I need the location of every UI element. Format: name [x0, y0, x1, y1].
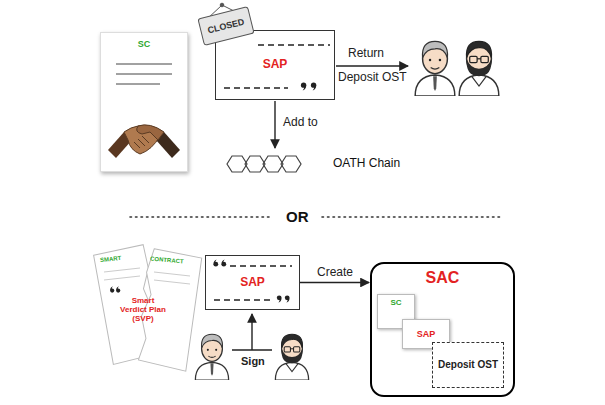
- illustration-shape: [116, 84, 160, 85]
- node-text: SAP: [417, 329, 436, 339]
- illustration-shape: [130, 216, 272, 218]
- contract-document: SC: [100, 32, 188, 172]
- arrow-label: Return: [348, 47, 384, 61]
- quote-mark: [277, 295, 282, 302]
- separator-label: OR: [286, 208, 309, 225]
- node-text: CLOSED: [207, 16, 246, 35]
- node-text: SAP: [240, 276, 265, 290]
- sac-container: SAC SC SAP Deposit OST: [370, 262, 515, 397]
- illustration-shape: [104, 268, 190, 284]
- arrow-label: Deposit OST: [338, 71, 407, 85]
- node-text: SAP: [263, 58, 288, 72]
- quote-mark: [311, 82, 316, 90]
- node-text: SC: [138, 39, 151, 49]
- dotted-separator: [130, 216, 500, 218]
- sap-box: SAP: [205, 255, 300, 310]
- illustration-shape: [230, 265, 292, 267]
- torn-contract: [93, 244, 202, 371]
- illustration-shape: [258, 44, 330, 46]
- illustration-shape: [154, 280, 190, 284]
- chain-label: OATH Chain: [333, 157, 400, 171]
- illustration-shape: [220, 3, 224, 7]
- illustration-shape: [137, 125, 164, 140]
- illustration-shape: [224, 87, 288, 89]
- illustration-shape: [322, 216, 500, 218]
- quote-mark: [221, 259, 226, 266]
- closed-sign: CLOSED: [197, 6, 254, 46]
- illustration-shape: [281, 156, 301, 172]
- return-arrow: [336, 65, 408, 66]
- edge-label: Create: [316, 266, 354, 280]
- illustration-shape: [214, 299, 270, 301]
- quote-mark: [285, 295, 290, 302]
- quote-mark: [301, 82, 306, 90]
- chain-icon: [227, 156, 301, 172]
- connector-arrow: [300, 282, 369, 283]
- illustration-shape: [154, 272, 190, 276]
- sign-connector: [232, 314, 272, 350]
- arrow-label: Sign: [241, 355, 265, 368]
- document-lines: [116, 64, 172, 84]
- illustration-shape: [116, 74, 172, 75]
- illustration-shape: [245, 156, 265, 172]
- illustration-shape: [227, 156, 247, 172]
- node-text: Deposit OST: [438, 359, 498, 371]
- illustration-shape: [251, 314, 252, 350]
- quote-mark: [213, 259, 218, 266]
- illustration-shape: [263, 156, 283, 172]
- illustration-shape: [104, 276, 140, 280]
- person-icon: [195, 334, 228, 380]
- dash-lines: [214, 45, 330, 300]
- illustration-shape: [134, 136, 149, 148]
- node-text: SAC: [426, 269, 460, 287]
- illustration-shape: [110, 286, 114, 292]
- add-arrow: [274, 101, 275, 148]
- handshake-icon: [108, 125, 180, 158]
- illustration-shape: [116, 64, 172, 65]
- sap-box: SAP: [215, 30, 335, 100]
- person-icon: [459, 41, 499, 96]
- deposit-box: Deposit OST: [432, 342, 504, 388]
- illustration-shape: [104, 268, 140, 272]
- paper-title: Smart Verdict Plan (SVP): [118, 296, 168, 324]
- arrow-label: Add to: [283, 116, 318, 130]
- person-icon: [275, 334, 308, 380]
- node-text: SC: [390, 298, 401, 307]
- person-icon: [415, 41, 455, 96]
- illustration-shape: [116, 286, 120, 292]
